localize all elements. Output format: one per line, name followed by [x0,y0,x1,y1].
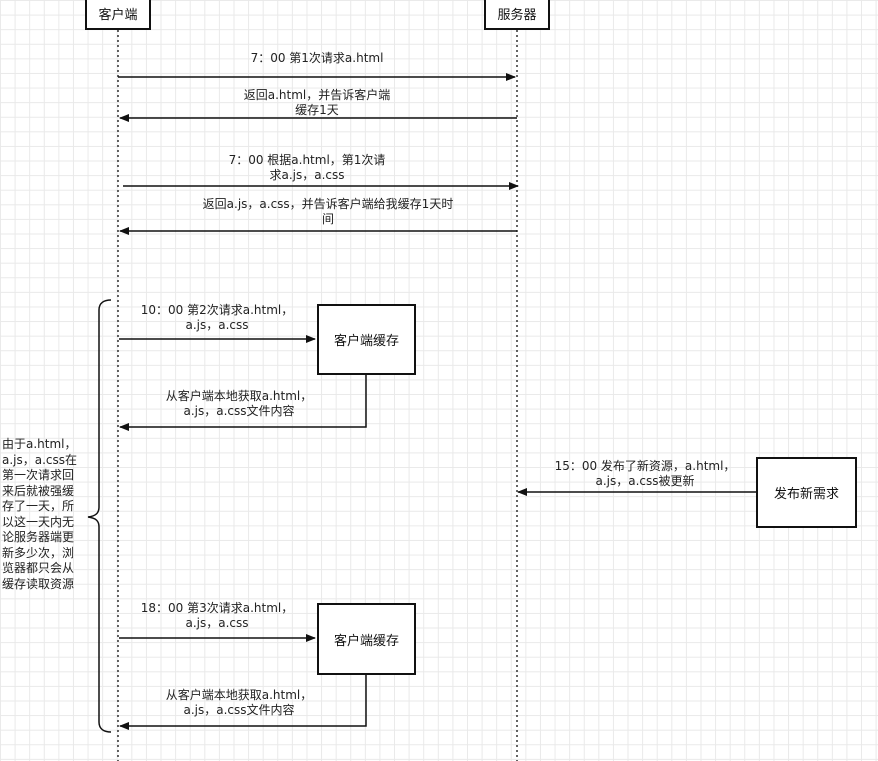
message-label: 18：00 第3次请求a.html，a.js，a.css [140,601,294,630]
message-label: 10：00 第2次请求a.html，a.js，a.css [140,303,294,332]
client-cache-label: 客户端缓存 [333,633,399,649]
cache-explanation-note: 由于a.html， a.js，a.css在 第一次请求回 来后就被强缓 存了一天… [2,437,78,591]
arrow-cache-return-2 [119,675,367,730]
arrow-cache-return-1 [119,375,367,431]
server-label: 服务器 [497,7,537,23]
message-label: 15：00 发布了新资源，a.html，a.js，a.css被更新 [554,459,736,488]
client-label: 客户端 [98,7,138,23]
note-brace [87,299,112,733]
message-label: 返回a.js，a.css，并告诉客户端给我缓存1天时间 [202,197,454,226]
message-label: 从客户端本地获取a.html，a.js，a.css文件内容 [165,688,313,717]
message-label: 7：00 根据a.html，第1次请求a.js，a.css [228,153,386,182]
client-cache-label: 客户端缓存 [333,334,399,349]
client-cache-box: 客户端缓存 [317,304,416,375]
publish-box: 发布新需求 [756,457,857,528]
server-participant: 服务器 [484,0,550,30]
client-cache-box: 客户端缓存 [317,603,416,675]
message-label: 返回a.html，并告诉客户端缓存1天 [243,88,391,117]
publish-label: 发布新需求 [773,487,839,502]
message-label: 从客户端本地获取a.html，a.js，a.css文件内容 [165,389,313,418]
client-participant: 客户端 [85,0,151,30]
message-label: 7：00 第1次请求a.html [250,51,384,65]
